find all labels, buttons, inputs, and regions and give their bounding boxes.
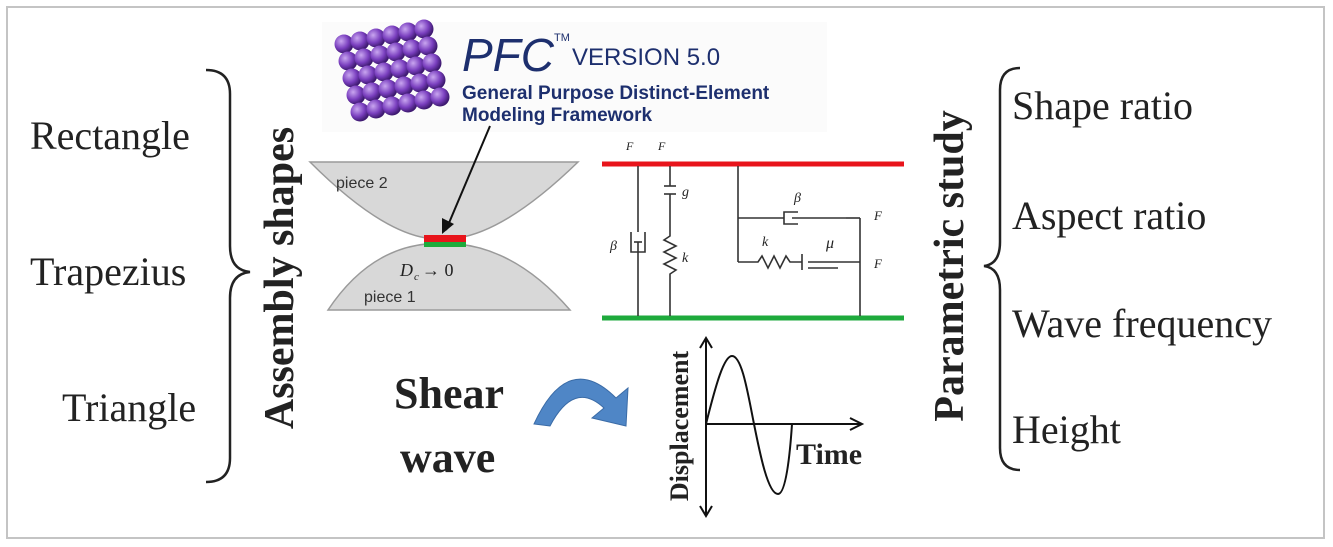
contact-diagram: piece 2 piece 1 D c → 0 xyxy=(308,161,580,311)
param-wave-frequency: Wave frequency xyxy=(1012,301,1272,346)
shear-label: Shear xyxy=(394,369,504,418)
pfc-subtitle-line2: Modeling Framework xyxy=(462,105,653,126)
parametric-study-title: Parametric study xyxy=(927,110,973,422)
param-shape-ratio: Shape ratio xyxy=(1012,83,1194,128)
gap-symbol: g xyxy=(682,185,689,200)
contact-top-plate xyxy=(424,235,466,242)
piece-2-label: piece 2 xyxy=(336,175,388,192)
piece-1-shape xyxy=(326,243,572,311)
pfc-trademark: TM xyxy=(554,32,570,44)
gap-limit: → 0 xyxy=(422,260,454,280)
right-brace xyxy=(983,66,1021,472)
force-shear-2: F xyxy=(873,256,883,271)
force-normal-1: F xyxy=(625,139,634,153)
param-height: Height xyxy=(1012,407,1121,452)
pointer-arrow xyxy=(442,125,491,234)
wave-label: wave xyxy=(400,433,496,482)
curved-arrow-icon xyxy=(533,378,629,427)
shape-triangle: Triangle xyxy=(62,385,197,430)
pfc-banner: PFC TM VERSION 5.0 General Purpose Disti… xyxy=(322,19,827,132)
gap-subscript: c xyxy=(414,271,419,283)
gap-label: D xyxy=(399,260,413,280)
assembly-shapes-title: Assembly shapes xyxy=(257,126,303,430)
shape-rectangle: Rectangle xyxy=(30,113,190,158)
left-brace xyxy=(205,68,251,484)
shape-trapezius: Trapezius xyxy=(30,249,187,294)
pfc-version: VERSION 5.0 xyxy=(572,44,721,71)
force-normal-2: F xyxy=(657,139,666,153)
k-s-symbol: k xyxy=(762,235,769,250)
force-shear-1: F xyxy=(873,208,883,223)
rheology-model: F F g β k β k μ F F xyxy=(602,139,904,321)
displacement-axis-label: Displacement xyxy=(665,350,694,502)
beta-s-symbol: β xyxy=(793,191,801,206)
k-n-symbol: k xyxy=(682,251,689,266)
param-aspect-ratio: Aspect ratio xyxy=(1012,193,1207,238)
pfc-title: PFC xyxy=(462,29,554,81)
piece-1-label: piece 1 xyxy=(364,289,416,306)
beta-n-symbol: β xyxy=(609,239,617,254)
pfc-logo-icon xyxy=(334,19,450,122)
contact-bottom-plate xyxy=(424,242,466,247)
wave-plot: Time xyxy=(699,336,865,518)
mu-symbol: μ xyxy=(825,235,834,252)
time-axis-label: Time xyxy=(796,438,862,471)
pfc-subtitle-line1: General Purpose Distinct-Element xyxy=(462,83,770,104)
